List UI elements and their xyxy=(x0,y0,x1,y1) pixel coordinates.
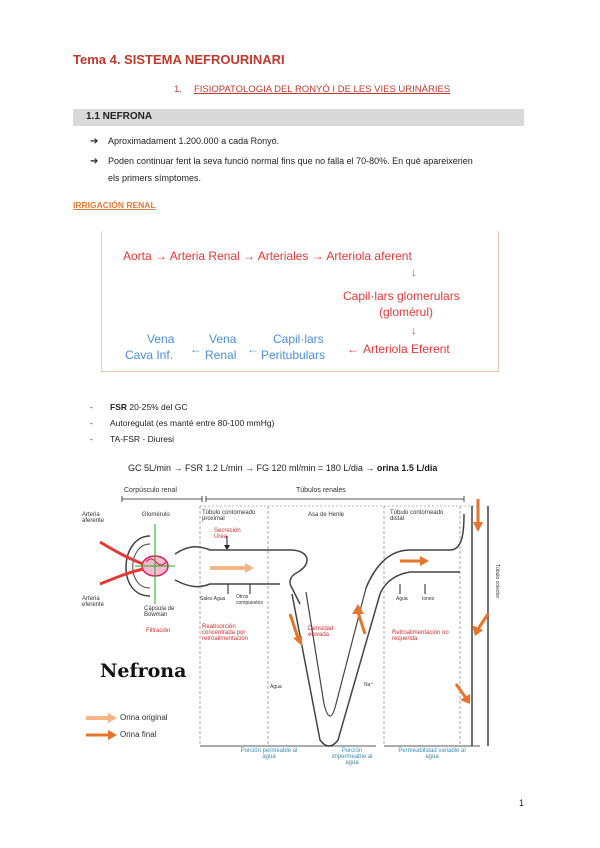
formula-main: GC 5L/min → FSR 1.2 L/min → FG 120 ml/mi… xyxy=(128,463,377,473)
fsr-text: 20-25% del GC xyxy=(127,402,187,412)
agua-distal-label: Agua xyxy=(396,596,408,602)
bullet-item: ➔ Poden continuar fent la seva funció no… xyxy=(90,153,530,170)
capil-peritubulars-2: Peritubulars xyxy=(261,348,325,362)
bullet-text: Aproximadament 1.200.000 a cada Ronyó. xyxy=(108,133,279,150)
page-title: Tema 4. SISTEMA NEFROURINARI xyxy=(73,52,285,67)
nephron-diagram: Corpúsculo renal Túbulos renales Arteria… xyxy=(80,484,500,768)
agua-label: Agua xyxy=(270,684,282,690)
capil-glomerulars: Capil·lars glomerulars xyxy=(343,289,460,303)
tubulos-label: Túbulos renales xyxy=(296,487,346,494)
tubulo-proximal-label: Túbulo contorneado proximal xyxy=(202,510,266,522)
formula-bold: orina 1.5 L/dia xyxy=(377,463,438,473)
orina-final-label: Orina final xyxy=(120,730,156,739)
orina-original-label: Orina original xyxy=(120,713,168,722)
left-arrow-icon: ← xyxy=(247,342,259,356)
down-arrow-icon: ↓ xyxy=(411,267,417,279)
sodium-label: Na⁺ xyxy=(364,682,373,688)
irrigacio-line1: Aorta → Arteria Renal → Arteriales → Art… xyxy=(123,249,412,263)
arteria-aferente-label: Arteria aferente xyxy=(82,512,122,524)
bullet-continuation: els primers símptomes. xyxy=(108,170,528,187)
porcion-impermeable-label: Porción impermeable al agua xyxy=(324,748,380,766)
tubulo-colector-label: Túbulo colector xyxy=(490,564,500,598)
arrow-bullet-icon: ➔ xyxy=(90,153,98,170)
capsula-label: Cápsula de Bowman xyxy=(144,606,194,618)
arteria-eferente-label: Arteria eferente xyxy=(82,596,122,608)
corpuscul-label: Corpúsculo renal xyxy=(124,487,177,494)
list-item: -Autoregulat (es manté entre 80-100 mmHg… xyxy=(90,418,490,432)
vena-cava-2: Cava Inf. xyxy=(125,348,173,362)
nephron-svg xyxy=(80,484,500,768)
vena-cava-1: Vena xyxy=(147,332,174,346)
flow-formula: GC 5L/min → FSR 1.2 L/min → FG 120 ml/mi… xyxy=(128,463,437,473)
tubulo-distal-label: Túbulo contorneado distal xyxy=(390,510,456,522)
bullet-item: ➔ Aproximadament 1.200.000 a cada Ronyó. xyxy=(90,133,530,150)
secrecion-label: Secreción Urea xyxy=(214,528,250,540)
iones-label: Iones xyxy=(422,596,434,602)
down-arrow-icon: ↓ xyxy=(411,325,417,337)
irrigacio-heading: IRRIGACIÓN RENAL xyxy=(73,200,156,210)
list-item: -FSR 20-25% del GC xyxy=(90,402,490,416)
list-item: -TA-FSR - Diuresi xyxy=(90,434,490,448)
porcion-permeable-label: Porción permeable al agua xyxy=(234,748,304,760)
sales-agua-label: Sales Agua xyxy=(200,596,236,602)
left-arrow-icon: ← xyxy=(190,342,202,356)
glomerulo-label: Glomérulo xyxy=(142,512,170,518)
otros-compuestos-label: Otros compuestos xyxy=(236,594,270,606)
section-heading-bar: 1.1 NEFRONA xyxy=(73,109,524,126)
densidad-label: Densidad elevada xyxy=(308,626,344,638)
capil-peritubulars-1: Capil·lars xyxy=(273,332,324,346)
subtitle-text: FISIOPATOLOGIA DEL RONYÓ I DE LES VIES U… xyxy=(194,84,450,95)
vena-renal-2: Renal xyxy=(205,348,236,362)
section-subtitle: 1. FISIOPATOLOGIA DEL RONYÓ I DE LES VIES… xyxy=(174,84,450,95)
arrow-bullet-icon: ➔ xyxy=(90,133,98,150)
section-heading: 1.1 NEFRONA xyxy=(86,111,152,122)
fsr-label: FSR xyxy=(110,402,127,412)
asa-henle-label: Asa de Henle xyxy=(308,512,344,518)
filtracion-label: Filtración xyxy=(146,628,170,634)
retroalimentacion-label: Retroalimentación no requerida xyxy=(392,630,460,642)
bullet-text: Poden continuar fent la seva funció norm… xyxy=(108,153,473,170)
vena-renal-1: Vena xyxy=(209,332,236,346)
subtitle-number: 1. xyxy=(174,84,182,95)
nefrona-title: Nefrona xyxy=(100,660,186,682)
arteriola-eferent: Arteriola Eferent xyxy=(363,342,450,356)
permeabilidad-variable-label: Permeabilidad variable al agua xyxy=(392,748,472,760)
ta-fsr-text: TA-FSR - Diuresi xyxy=(110,434,174,444)
irrigacio-box: Aorta → Arteria Renal → Arteriales → Art… xyxy=(101,231,499,372)
page-number: 1 xyxy=(519,798,524,808)
autoregulat-text: Autoregulat (es manté entre 80-100 mmHg) xyxy=(110,418,274,428)
reabsorcion-label: Reabsorción concentrada por retroaliment… xyxy=(202,624,266,642)
left-arrow-icon: ← xyxy=(347,342,359,356)
glomerul: (glomèrul) xyxy=(379,305,433,319)
